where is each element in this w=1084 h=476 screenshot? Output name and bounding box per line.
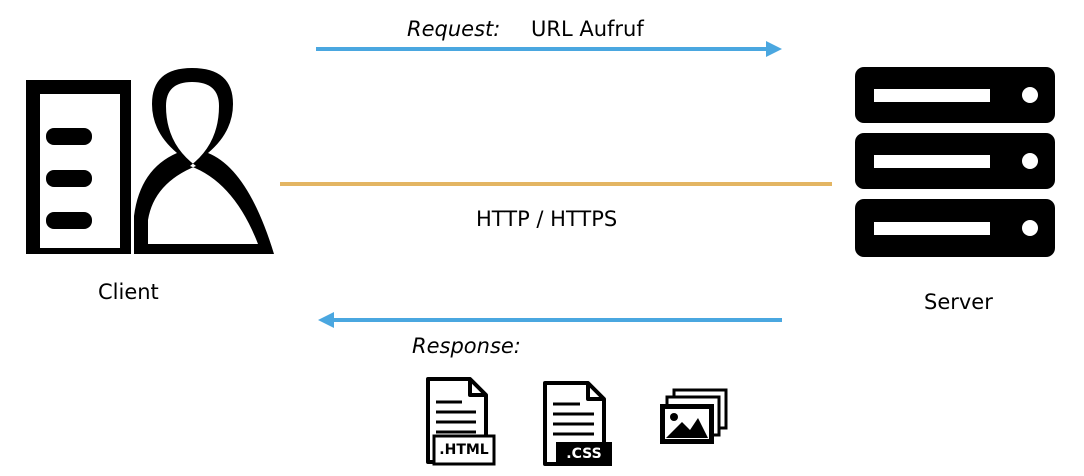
client-label: Client bbox=[98, 280, 159, 304]
server-rack-icon bbox=[855, 67, 1055, 257]
response-arrow bbox=[318, 312, 782, 328]
client-user-icon bbox=[26, 68, 274, 254]
response-label: Response: bbox=[412, 334, 521, 358]
protocol-line bbox=[280, 182, 832, 186]
request-label: Request: bbox=[407, 17, 501, 41]
css-file-label: .CSS bbox=[566, 446, 602, 462]
server-label: Server bbox=[924, 290, 993, 314]
protocol-label: HTTP / HTTPS bbox=[476, 207, 618, 231]
request-arrow bbox=[316, 41, 782, 57]
request-row: Request: URL Aufruf bbox=[407, 17, 644, 41]
images-icon bbox=[660, 388, 728, 444]
html-file-label: .HTML bbox=[439, 442, 489, 458]
request-value: URL Aufruf bbox=[531, 17, 644, 41]
html-file-icon: .HTML bbox=[424, 376, 496, 468]
css-file-icon: .CSS bbox=[540, 380, 616, 470]
